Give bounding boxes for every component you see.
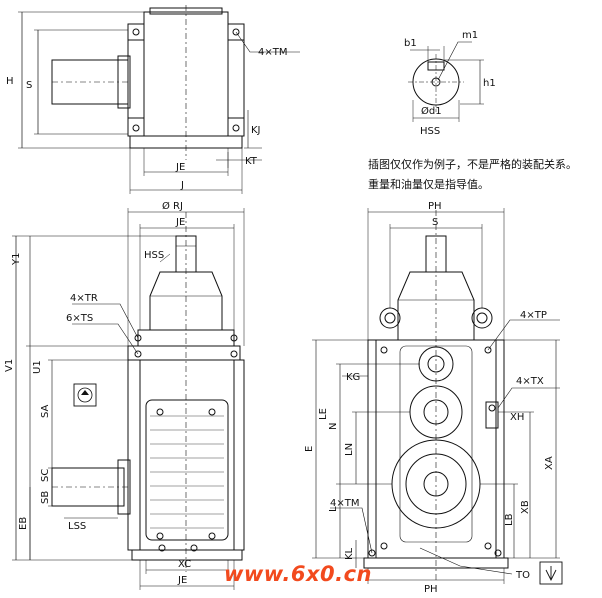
dim-LB: LB	[504, 513, 515, 526]
dim-S-front: S	[432, 217, 438, 228]
dim-PH-bottom: PH	[424, 584, 438, 595]
label-LSS: LSS	[68, 521, 86, 532]
dim-KG: KG	[346, 372, 360, 383]
dim-U1: U1	[32, 360, 43, 374]
dim-d1: Ød1	[421, 105, 442, 117]
dim-LE: LE	[318, 408, 329, 420]
top-view: H S 4×TM KJ KT JE J	[6, 5, 300, 194]
dim-XB: XB	[520, 500, 531, 514]
label-TO: TO	[515, 570, 530, 581]
dim-XH: XH	[510, 412, 524, 423]
note-weight-oil-guidance: 重量和油量仅是指导值。	[368, 178, 489, 191]
dim-KJ: KJ	[251, 125, 261, 136]
dim-TM-front: 4×TM	[330, 498, 359, 509]
dim-PH-top: PH	[428, 201, 442, 212]
dim-N: N	[328, 423, 339, 430]
dim-KT: KT	[245, 156, 258, 167]
dim-S-top: S	[26, 80, 32, 91]
dim-LN: LN	[344, 443, 355, 456]
dim-JE-bottom: JE	[177, 575, 187, 586]
dim-EB: EB	[18, 517, 29, 530]
dim-JE-top: JE	[175, 162, 185, 173]
dim-TX: 4×TX	[516, 376, 544, 387]
dim-XA: XA	[544, 456, 555, 470]
dim-L: L	[328, 506, 339, 512]
dim-XC: XC	[178, 559, 191, 570]
dim-TS: 6×TS	[66, 313, 93, 324]
dim-TP: 4×TP	[520, 310, 547, 321]
dim-J: J	[180, 180, 184, 191]
label-HSS-detail: HSS	[420, 126, 440, 137]
shaft-detail: b1 m1 h1 Ød1 HSS	[404, 30, 496, 137]
dim-E: E	[304, 446, 315, 452]
dim-TM-top: 4×TM	[258, 47, 287, 58]
dim-H: H	[6, 76, 14, 87]
side-view: Ø RJ JE HSS 4×TR 6×TS Y1 V1 U1 SA SC SB …	[4, 200, 245, 590]
watermark: www.6x0.cn	[224, 562, 372, 586]
dim-Y1: Y1	[11, 253, 22, 266]
dim-RJ: Ø RJ	[162, 200, 183, 212]
front-view: PH S 4×TP KG LE N LN E L 4×TM KL 4×TX XH…	[304, 201, 563, 595]
dim-m1: m1	[462, 30, 478, 41]
note-illustration-only: 插图仅仅作为例子，不是严格的装配关系。	[368, 158, 577, 171]
dim-JE-mid: JE	[175, 217, 185, 228]
dim-b1: b1	[404, 38, 417, 49]
dim-SB: SB	[40, 491, 51, 504]
dim-SA: SA	[40, 404, 51, 418]
dim-h1: h1	[483, 78, 496, 89]
label-HSS-side: HSS	[144, 250, 164, 261]
dim-SC: SC	[40, 469, 51, 482]
dim-V1: V1	[4, 359, 15, 372]
dim-KL: KL	[344, 547, 355, 560]
dim-TR: 4×TR	[70, 293, 98, 304]
